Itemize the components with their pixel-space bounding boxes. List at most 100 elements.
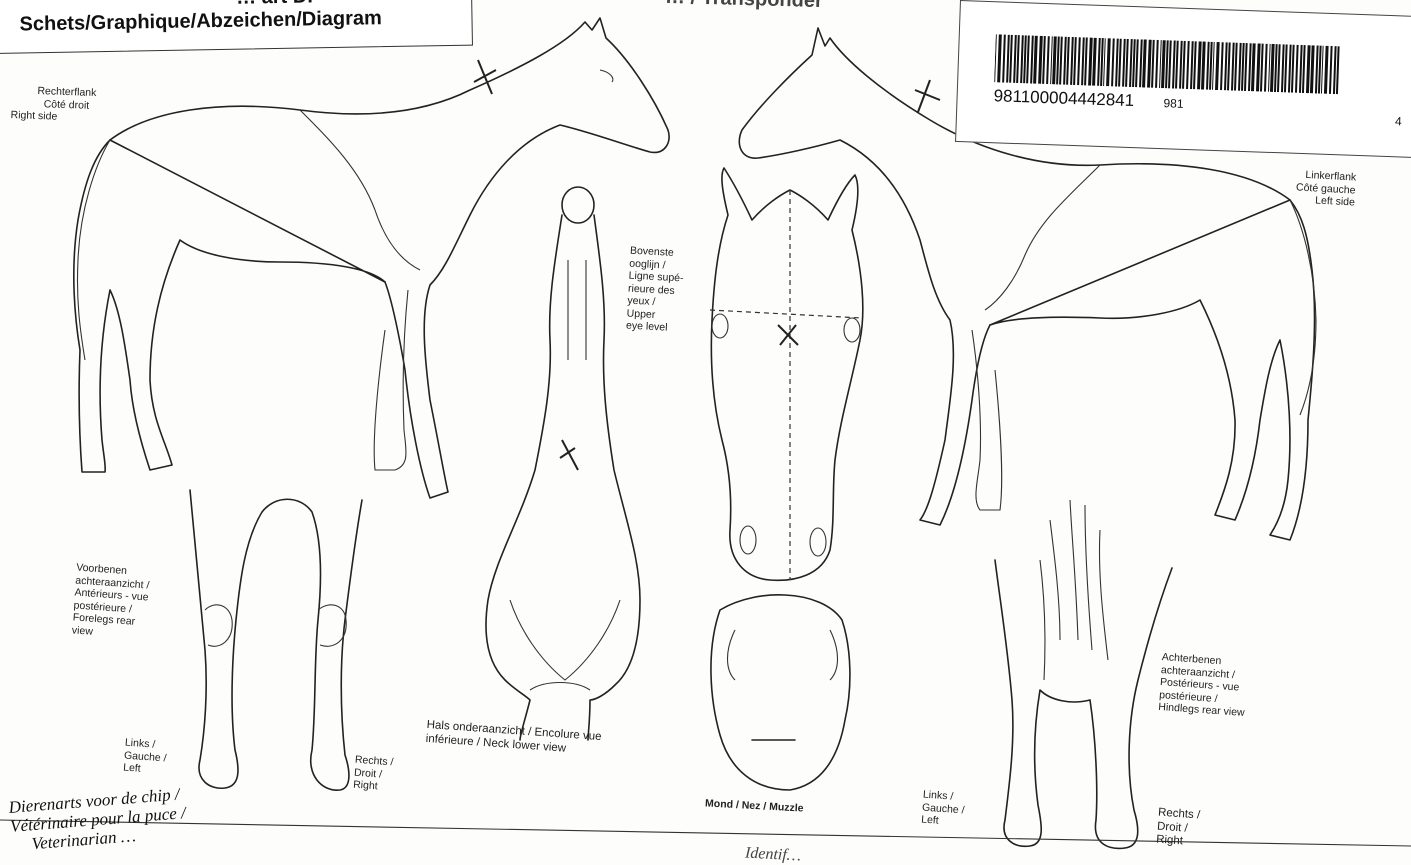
hindlegs-rear-view-outline — [995, 500, 1172, 848]
barcode-bar — [1315, 45, 1319, 93]
barcode-number: 981100004442841 — [993, 86, 1134, 111]
barcode-bar — [1066, 37, 1070, 85]
barcode-bar — [1231, 43, 1235, 91]
barcode-bar — [1302, 45, 1306, 93]
barcode-bar — [1186, 41, 1190, 89]
barcode-bar — [1291, 45, 1295, 93]
forelegs-left-label: Links / Gauche / Left — [123, 737, 168, 777]
barcode-bar — [1336, 46, 1340, 94]
barcode-bar — [1251, 43, 1256, 91]
barcode-bar — [1052, 36, 1057, 84]
barcode-bar — [1329, 46, 1333, 94]
barcode-bar — [1033, 36, 1038, 84]
barcode-bar — [1224, 42, 1228, 90]
barcode-bar — [1190, 41, 1194, 89]
barcode-bar — [1056, 36, 1060, 84]
barcode-bar — [1197, 41, 1202, 89]
barcode-bar — [994, 34, 997, 82]
barcode-bar — [1081, 37, 1085, 85]
right-side-horse-outline — [74, 18, 669, 498]
barcode-bar — [1201, 41, 1206, 89]
barcode-bar — [1264, 44, 1268, 92]
barcode-bar — [1234, 43, 1238, 91]
barcode-bar — [1284, 44, 1288, 92]
muzzle-outline — [711, 595, 850, 790]
left-side-label: Linkerflank Côté gauche Left side — [1295, 168, 1356, 209]
barcode-bar — [1318, 46, 1322, 94]
barcode-bar — [1151, 40, 1155, 88]
barcode-bar — [1306, 45, 1311, 93]
barcode-bar — [1172, 40, 1176, 88]
barcode-bar — [1088, 38, 1093, 86]
barcode-bar — [1175, 41, 1179, 89]
barcode-bar — [1023, 35, 1027, 83]
hindlegs-right-label: Rechts / Droit / Right — [1156, 807, 1201, 850]
barcode-bar — [1281, 44, 1285, 92]
barcode-bar — [1244, 43, 1248, 91]
barcode-bar — [1155, 40, 1159, 88]
barcode-bar — [1206, 42, 1210, 90]
barcode-bar — [1020, 35, 1024, 83]
barcode-bar — [1092, 38, 1097, 86]
diagram-title: Schets/Graphique/Abzeichen/Diagram — [19, 7, 382, 36]
barcode-bar — [1333, 46, 1337, 94]
barcode-bar — [1142, 39, 1147, 87]
barcode-bar — [1147, 40, 1152, 88]
barcode-bar — [1006, 35, 1010, 83]
barcode-bar — [1115, 38, 1119, 86]
barcode-bar — [1182, 41, 1186, 89]
barcode-bar — [1135, 39, 1139, 87]
barcode-bar — [1132, 39, 1136, 87]
barcode-bar — [1097, 38, 1101, 86]
barcode-bar — [1277, 44, 1281, 92]
barcode-bar — [1179, 41, 1183, 89]
barcode-bar — [1042, 36, 1046, 84]
barcode-bar — [1241, 43, 1245, 91]
barcode-bar — [1193, 41, 1197, 89]
barcode-country-code: 981 — [1163, 96, 1184, 111]
hindlegs-label: Achterbenen achteraanzicht / Postérieurs… — [1158, 651, 1249, 719]
identification-label: Identif… — [745, 845, 802, 865]
barcode-bar — [1168, 40, 1172, 88]
barcode-bar — [997, 34, 1002, 82]
barcode-bar — [1299, 45, 1303, 93]
neck-lower-view-outline — [486, 187, 640, 740]
barcode-bar — [1295, 45, 1299, 93]
diagram-title-box: … art D. Schets/Graphique/Abzeichen/Diag… — [0, 0, 473, 54]
barcode-bar — [1038, 36, 1043, 84]
barcode-bar — [1084, 37, 1088, 85]
barcode-bar — [1030, 36, 1034, 84]
barcode-bar — [1016, 35, 1020, 83]
barcode-bar — [1220, 42, 1224, 90]
barcode-bar — [1256, 43, 1261, 91]
barcode-bar — [1310, 45, 1315, 93]
barcode-bar — [1238, 43, 1242, 91]
barcode-image — [994, 34, 1340, 94]
forelegs-right-label: Rechts / Droit / Right — [353, 754, 394, 794]
barcode-bar — [1209, 42, 1213, 90]
barcode-bar — [1100, 38, 1104, 86]
barcode-bar — [1139, 39, 1143, 87]
hindlegs-left-label: Links / Gauche / Left — [921, 789, 966, 829]
barcode-bar — [1111, 38, 1115, 86]
page-number: 4 — [1395, 114, 1402, 128]
barcode-bar — [1118, 39, 1122, 87]
barcode-sticker: 981100004442841 981 4 — [955, 0, 1411, 158]
barcode-bar — [1129, 39, 1133, 87]
barcode-bar — [1288, 45, 1292, 93]
barcode-bar — [1077, 37, 1081, 85]
barcode-bar — [1161, 40, 1166, 88]
barcode-bar — [1324, 46, 1329, 94]
barcode-bar — [1215, 42, 1220, 90]
barcode-bar — [1013, 35, 1017, 83]
head-front-view-outline — [710, 168, 863, 580]
barcode-bar — [1026, 35, 1030, 83]
barcode-bar — [1125, 39, 1129, 87]
barcode-bar — [1063, 37, 1067, 85]
barcode-bar — [1073, 37, 1077, 85]
barcode-bar — [1122, 39, 1126, 87]
barcode-bar — [1260, 44, 1264, 92]
barcode-bar — [1106, 38, 1111, 86]
barcode-bar — [1046, 36, 1050, 84]
right-side-label: Rechterflank Côté droit Right side — [36, 85, 96, 125]
